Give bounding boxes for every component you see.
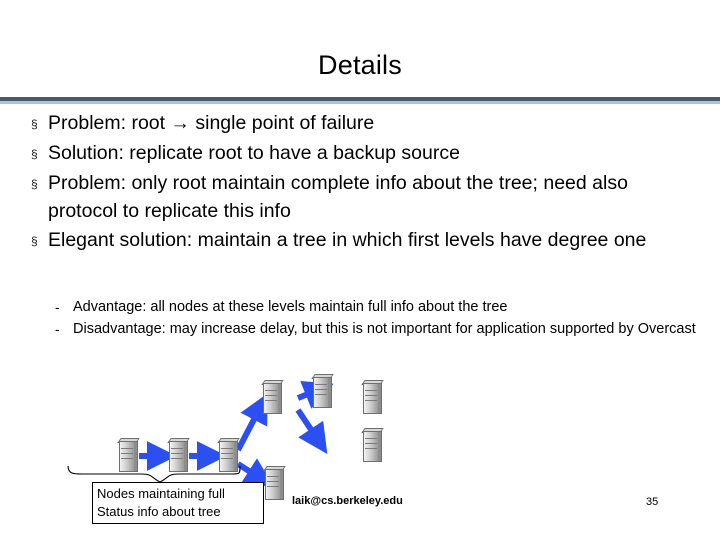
server-node-icon (360, 428, 384, 464)
list-item: § Problem: only root maintain complete i… (20, 170, 700, 225)
list-item: § Problem: root → single point of failur… (20, 110, 700, 138)
sub-bullet-list: - Advantage: all nodes at these levels m… (55, 297, 705, 342)
title-rule-dark (0, 97, 720, 101)
server-node-icon (262, 466, 286, 502)
callout-box: Nodes maintaining full Status info about… (92, 482, 264, 524)
server-node-icon (116, 438, 140, 474)
sub-bullet-text: Advantage: all nodes at these levels mai… (73, 299, 508, 315)
bullet-marker-icon: § (31, 234, 38, 249)
list-item: § Solution: replicate root to have a bac… (20, 140, 700, 168)
server-node-icon (216, 438, 240, 474)
server-node-icon (360, 380, 384, 416)
callout-line-1: Nodes maintaining full (97, 486, 225, 501)
bullet-text: Problem: only root maintain complete inf… (48, 172, 628, 222)
bullet-text: Elegant solution: maintain a tree in whi… (48, 229, 647, 252)
server-node-icon (310, 374, 334, 410)
list-item: § Elegant solution: maintain a tree in w… (20, 227, 700, 255)
callout-line-2: Status info about tree (97, 503, 221, 519)
title-rule-light (0, 101, 720, 104)
sub-bullet-text: Disadvantage: may increase delay, but th… (73, 321, 696, 338)
list-item: - Disadvantage: may increase delay, but … (55, 319, 705, 340)
dash-marker-icon: - (55, 299, 60, 315)
bullet-text: Problem: root → single point of failure (48, 112, 375, 134)
server-node-icon (166, 438, 190, 474)
bullet-marker-icon: § (31, 117, 38, 131)
bullet-marker-icon: § (31, 177, 38, 191)
footer-email: laik@cs.berkeley.edu (292, 495, 403, 507)
bullet-text: Solution: replicate root to have a backu… (48, 142, 460, 164)
tree-diagram (60, 370, 480, 500)
list-item: - Advantage: all nodes at these levels m… (55, 297, 705, 318)
bullet-marker-icon: § (31, 147, 38, 161)
bullet-list: § Problem: root → single point of failur… (20, 110, 700, 257)
server-node-icon (260, 380, 284, 416)
page-title: Details (318, 50, 402, 80)
page-number: 35 (646, 496, 659, 508)
dash-marker-icon: - (55, 321, 60, 338)
